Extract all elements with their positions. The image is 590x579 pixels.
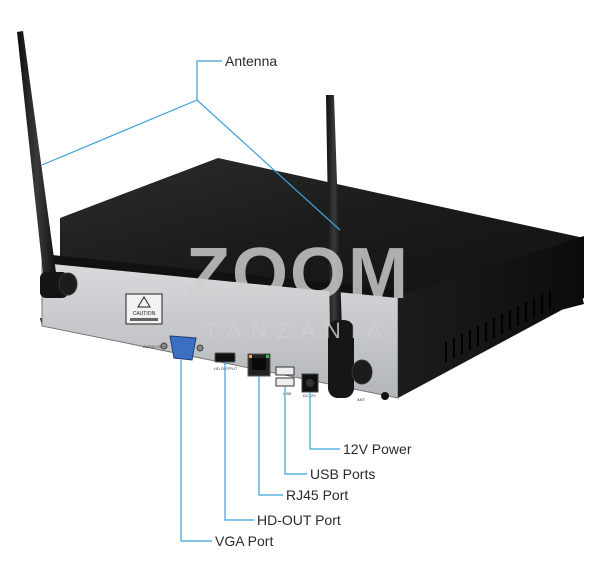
panel-screw [381,392,389,400]
caution-sticker: CAUTION [125,293,163,325]
leader-antenna-2 [196,99,341,231]
leader-power [309,392,340,450]
ant-label: ANT [357,397,366,402]
leader-vga [180,360,212,542]
side-vents [445,290,551,362]
label-12v-power: 12V Power [343,441,412,457]
usb-label: USB [283,391,292,396]
label-usb-ports: USB Ports [310,466,375,482]
label-rj45-port: RJ45 Port [286,487,348,503]
vga-port [160,335,204,361]
watermark-sub: TANZANIA [204,318,391,343]
leader-hdout [224,362,254,521]
label-vga-port: VGA Port [215,533,273,549]
label-hd-out-port: HD-OUT Port [257,512,341,528]
leader-lines [41,60,341,542]
device-rim [42,254,398,298]
antenna-left [17,31,78,298]
device-right-side [398,236,584,398]
leader-usb [284,387,307,475]
watermark: ZOOM TANZANIA [186,234,410,343]
caution-text: CAUTION [133,311,156,317]
hd-output-label: HD OUTPUT [214,366,238,371]
leader-antenna [41,60,222,166]
usb-ports [275,366,295,387]
audio-out-label: AUDIO OUT [143,344,166,349]
antenna-right [326,95,373,398]
dc-power-jack [301,373,319,393]
device-top [60,158,584,302]
nvr-device: CAUTION AUDIO OUT HD OUTPUT USB DC12V AN… [40,158,584,402]
rj45-port [247,353,271,377]
leader-rj45 [258,376,283,496]
hdmi-port [214,352,236,363]
watermark-brand: ZOOM [186,234,410,314]
label-antenna: Antenna [225,53,277,69]
